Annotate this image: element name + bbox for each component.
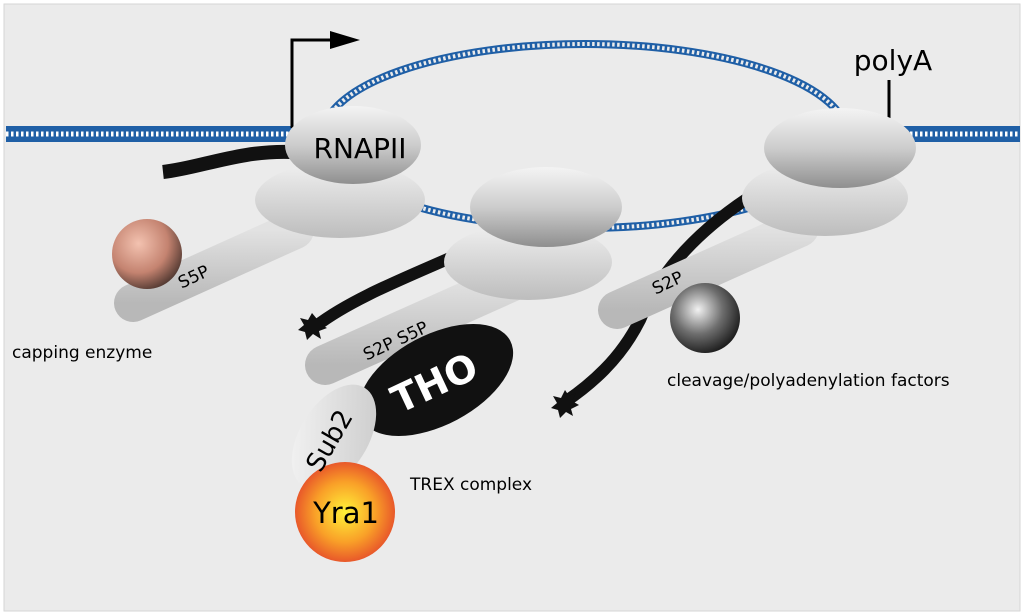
polymerase-elongating bbox=[298, 167, 622, 385]
polymerase-terminating bbox=[551, 108, 916, 418]
tss-arrow bbox=[290, 31, 360, 128]
yra1-protein bbox=[295, 462, 395, 562]
rna-transcript-2 bbox=[312, 252, 453, 331]
polymerase-initiating bbox=[112, 106, 425, 322]
ctd-tail-3 bbox=[598, 209, 819, 329]
cleavage-factor-sphere bbox=[670, 283, 740, 353]
capping-enzyme-label: capping enzyme bbox=[12, 343, 152, 363]
diagram-background bbox=[3, 3, 1021, 612]
ctd-tail-1 bbox=[114, 211, 314, 322]
rnapii-head-1 bbox=[285, 106, 421, 184]
trex-complex-label: TREX complex bbox=[409, 475, 532, 495]
tho-complex bbox=[358, 324, 514, 436]
rnapii-head-2 bbox=[470, 167, 622, 247]
capping-enzyme bbox=[112, 219, 182, 289]
rna-transcript-1 bbox=[162, 144, 293, 179]
rnapii-label: RNAPII bbox=[314, 132, 407, 165]
rnapii-head-3 bbox=[764, 108, 916, 188]
cleavage-factors-label: cleavage/polyadenylation factors bbox=[667, 371, 950, 391]
rna-cap-3 bbox=[551, 390, 579, 418]
rna-cap-2 bbox=[298, 313, 327, 340]
trex-complex bbox=[291, 324, 514, 562]
polymerase-body-1 bbox=[255, 162, 425, 238]
yra1-label: Yra1 bbox=[312, 496, 379, 530]
polya-label: polyA bbox=[854, 44, 932, 77]
